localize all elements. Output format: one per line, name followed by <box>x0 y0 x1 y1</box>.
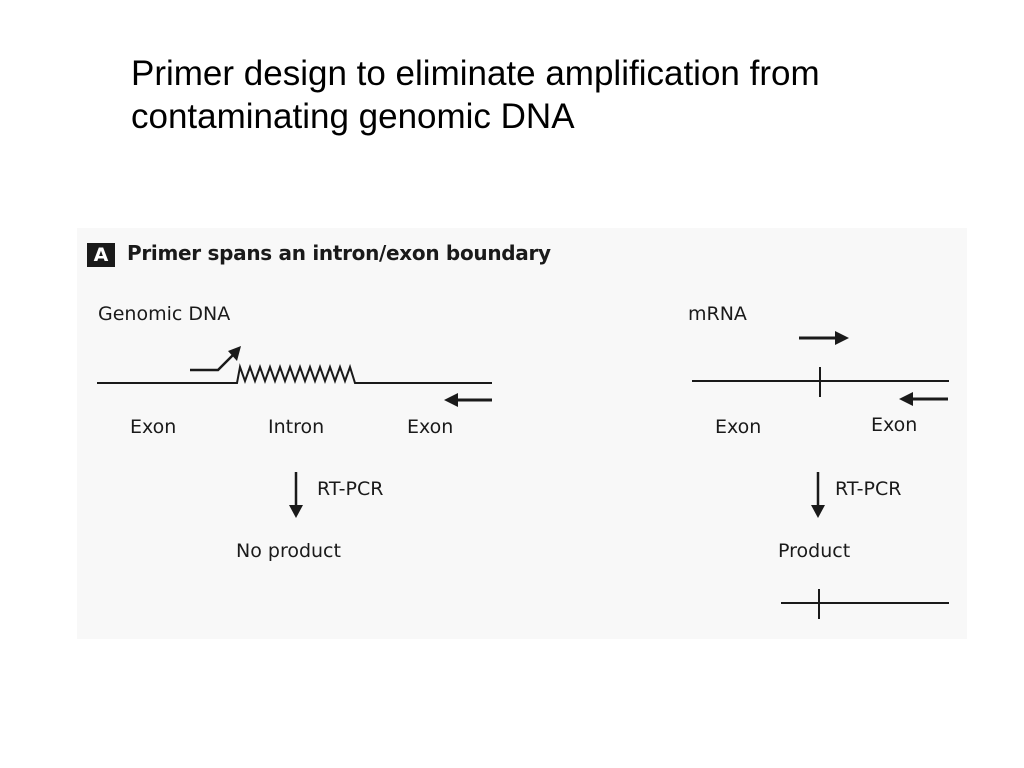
mrna-reverse-primer-arrowhead <box>899 392 913 406</box>
slide-title-line-1: Primer design to eliminate amplification… <box>131 54 820 93</box>
mrna-rt-pcr-arrowhead <box>811 505 825 518</box>
genomic-rt-pcr-label: RT-PCR <box>317 478 384 500</box>
panel-letter-badge: A <box>87 243 115 267</box>
mrna-exon-right-label: Exon <box>871 414 918 436</box>
mrna-exon-left-label: Exon <box>715 416 762 438</box>
genomic-dna-strand <box>97 363 492 384</box>
product-label: Product <box>778 540 851 562</box>
diagram-artwork <box>97 331 949 619</box>
no-product-label: No product <box>236 540 341 562</box>
genomic-dna-label: Genomic DNA <box>98 303 231 325</box>
slide-title-line-2: contaminating genomic DNA <box>131 97 575 136</box>
primer-design-figure: A Primer spans an intron/exon boundary G… <box>77 228 967 639</box>
genomic-forward-primer <box>190 353 235 372</box>
genomic-forward-primer-arrowhead <box>228 346 241 361</box>
mrna-label: mRNA <box>688 303 747 325</box>
genomic-rt-pcr-arrowhead <box>289 505 303 518</box>
panel-heading: Primer spans an intron/exon boundary <box>127 241 551 265</box>
mrna-rt-pcr-label: RT-PCR <box>835 478 902 500</box>
genomic-exon-right-label: Exon <box>407 416 454 438</box>
genomic-exon-left-label: Exon <box>130 416 177 438</box>
slide-title: Primer design to eliminate amplification… <box>131 52 991 138</box>
intron-label: Intron <box>268 416 325 438</box>
mrna-forward-primer-arrowhead <box>835 331 849 345</box>
genomic-reverse-primer-arrowhead <box>444 393 458 407</box>
